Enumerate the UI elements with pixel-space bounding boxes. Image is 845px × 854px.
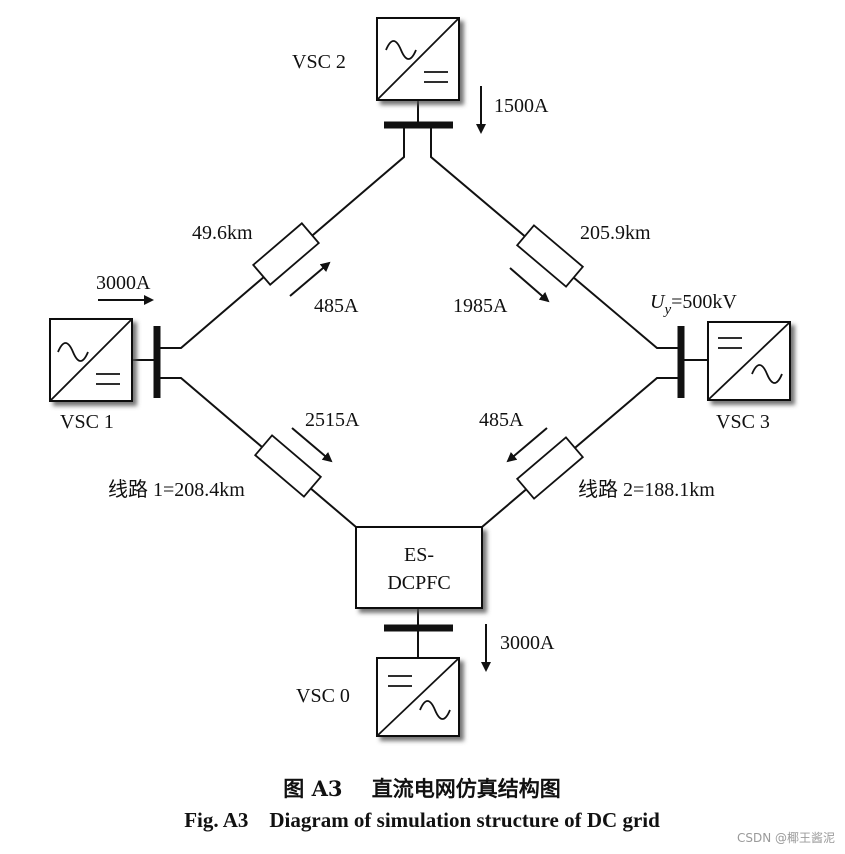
line-2 [481,377,680,528]
vsc0-label: VSC 0 [296,685,350,707]
dcpfc-label-line2: DCPFC [387,572,450,594]
length-vsc2-vsc3-label: 205.9km [580,222,651,244]
caption-chinese: 图 A3 直流电网仿真结构图 [283,776,560,801]
ac-wave-icon [57,342,89,362]
es-dcpfc: ES- DCPFC [355,526,483,609]
arrow-line-1 [291,427,333,463]
arrow-line-vsc2-vsc3 [509,267,550,303]
ac-wave-icon [385,40,417,60]
vsc2-label: VSC 2 [292,51,346,73]
converter-diagonal [707,321,791,401]
line-resistors [251,222,585,500]
resistor-vsc2-vsc3 [515,224,585,288]
converter-diagonal [376,17,460,101]
current-line-2-label: 485A [479,409,524,431]
buses [153,121,685,632]
caption-english: Fig. A3 Diagram of simulation structure … [184,808,660,832]
converter-diagonal [376,657,460,737]
ac-wave-icon [751,364,783,384]
current-arrows [98,86,550,672]
vsc1-converter [49,318,133,402]
vsc3-label: VSC 3 [716,411,770,433]
arrow-line-2 [506,427,548,463]
line-2-label: 线路 2=188.1km [578,478,715,501]
resistor-line-2 [515,436,585,500]
current-vsc2-label: 1500A [494,95,549,117]
length-vsc1-vsc2-label: 49.6km [192,222,253,244]
vsc1-label: VSC 1 [60,411,114,433]
current-line-1-label: 2515A [305,409,360,431]
converter-diagonal [49,318,133,402]
current-line-vsc1-vsc2-label: 485A [314,295,359,317]
vsc2-converter [376,17,460,101]
vsc0-converter [376,657,460,737]
watermark: CSDN @椰王酱泥 [737,830,835,845]
current-line-vsc2-vsc3-label: 1985A [453,295,508,317]
vsc3-converter [707,321,791,401]
current-vsc1-label: 3000A [96,272,151,294]
resistor-vsc1-vsc2 [251,222,321,286]
current-vsc0-label: 3000A [500,632,555,654]
ac-wave-icon [419,700,451,720]
resistor-line-1 [253,434,323,498]
dcpfc-label-line1: ES- [404,544,434,566]
line-1-label: 线路 1=208.4km [108,478,245,501]
voltage-label: Uy=500kV [650,291,737,318]
arrow-line-vsc1-vsc2 [289,261,331,297]
